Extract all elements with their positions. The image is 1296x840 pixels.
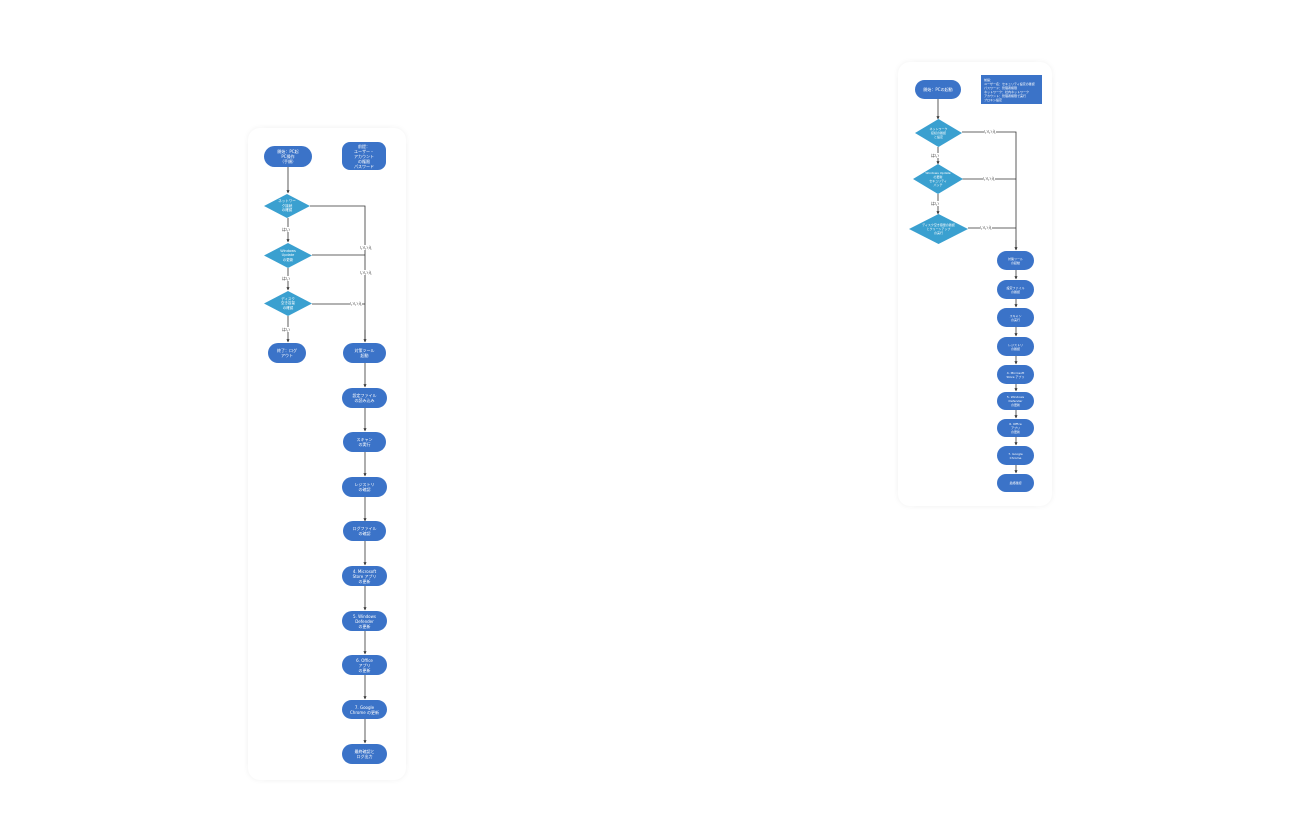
right-no-label-2: いいえ: [983, 176, 995, 181]
diamond-shape: [264, 291, 312, 316]
right-step-node[interactable]: 6. Office アプリ の更新: [997, 419, 1034, 437]
right-yes-label-2: はい: [931, 201, 939, 206]
diamond-shape: [264, 243, 312, 268]
right-decision-3-label: ディスク空き容量の確認 とクリーンアップ の実行: [922, 223, 955, 235]
left-step-node[interactable]: 対策ツール 起動: [343, 343, 386, 363]
left-step-node[interactable]: 6. Office アプリ の更新: [342, 655, 387, 675]
left-end-node[interactable]: 終了：ログ アウト: [268, 343, 306, 363]
left-decision-2-label: Windows Update の更新: [280, 248, 296, 262]
left-step-node[interactable]: スキャン の実行: [343, 432, 386, 452]
right-decision-3[interactable]: ディスク空き容量の確認 とクリーンアップ の実行: [909, 214, 968, 244]
diamond-shape: [264, 194, 310, 218]
right-step-node[interactable]: 7. Google Chrome: [997, 446, 1034, 465]
right-step-node[interactable]: 設定ファイル の確認: [997, 280, 1034, 299]
right-step-node[interactable]: 対策ツール の起動: [997, 251, 1034, 270]
left-step-node[interactable]: 最終確認と ログ出力: [342, 744, 387, 764]
right-decision-1[interactable]: ネットワーク 接続の確認 と設定: [915, 119, 962, 147]
left-step-node[interactable]: 5. Windows Defender の更新: [342, 611, 387, 631]
left-decision-3-label: ディスク 空き容量 の確認: [281, 296, 295, 310]
left-decision-1-label: ネットワー ク接続 の確認: [278, 199, 296, 213]
left-decision-3[interactable]: ディスク 空き容量 の確認: [264, 291, 312, 316]
left-no-label-1: いいえ: [360, 245, 372, 250]
left-decision-2[interactable]: Windows Update の更新: [264, 243, 312, 268]
right-step-node[interactable]: 最終確認: [997, 474, 1034, 492]
diamond-shape: [915, 119, 962, 147]
left-step-node[interactable]: 7. Google Chrome の更新: [342, 700, 387, 719]
right-prerequisite-note: 前提： ユーザー名：セキュリティ設定の確認 パスワード：管理者権限 ネットワーク…: [981, 75, 1042, 104]
right-step-node[interactable]: レジストリ の確認: [997, 337, 1034, 356]
left-decision-1[interactable]: ネットワー ク接続 の確認: [264, 194, 310, 218]
left-step-node[interactable]: 設定ファイル の読み込み: [342, 388, 387, 408]
left-yes-label-2: はい: [282, 276, 290, 281]
right-step-node[interactable]: 5. Windows Defender の更新: [997, 392, 1034, 410]
left-yes-label-3: はい: [282, 327, 290, 332]
right-step-node[interactable]: スキャン の実行: [997, 308, 1034, 327]
right-decision-1-label: ネットワーク 接続の確認 と設定: [929, 127, 948, 139]
right-no-label-3: いいえ: [980, 225, 992, 230]
left-no-label-3: いいえ: [350, 301, 362, 306]
left-yes-label-1: はい: [282, 227, 290, 232]
left-step-node[interactable]: ログファイル の確認: [343, 521, 386, 541]
right-yes-label-1: はい: [931, 153, 939, 158]
left-prerequisite-note: 前提： ユーザー・ アカウント の権限 パスワード: [342, 142, 386, 170]
right-step-node[interactable]: 4. Microsoft Store アプリ: [997, 365, 1034, 384]
diamond-shape: [913, 164, 963, 194]
diamond-shape: [909, 214, 968, 244]
left-no-label-2: いいえ: [360, 270, 372, 275]
left-step-node[interactable]: 4. Microsoft Store アプリ の更新: [342, 566, 387, 586]
right-no-label-1: いいえ: [984, 129, 996, 134]
right-start-node[interactable]: 開始：PCの起動: [915, 80, 961, 99]
right-decision-2[interactable]: Windows Update の更新 セキュリティ パッチ: [913, 164, 963, 194]
left-start-node[interactable]: 開始：PC起 PC操作 （手順）: [264, 146, 312, 167]
left-step-node[interactable]: レジストリ の確認: [342, 477, 387, 497]
right-decision-2-label: Windows Update の更新 セキュリティ パッチ: [925, 171, 951, 187]
